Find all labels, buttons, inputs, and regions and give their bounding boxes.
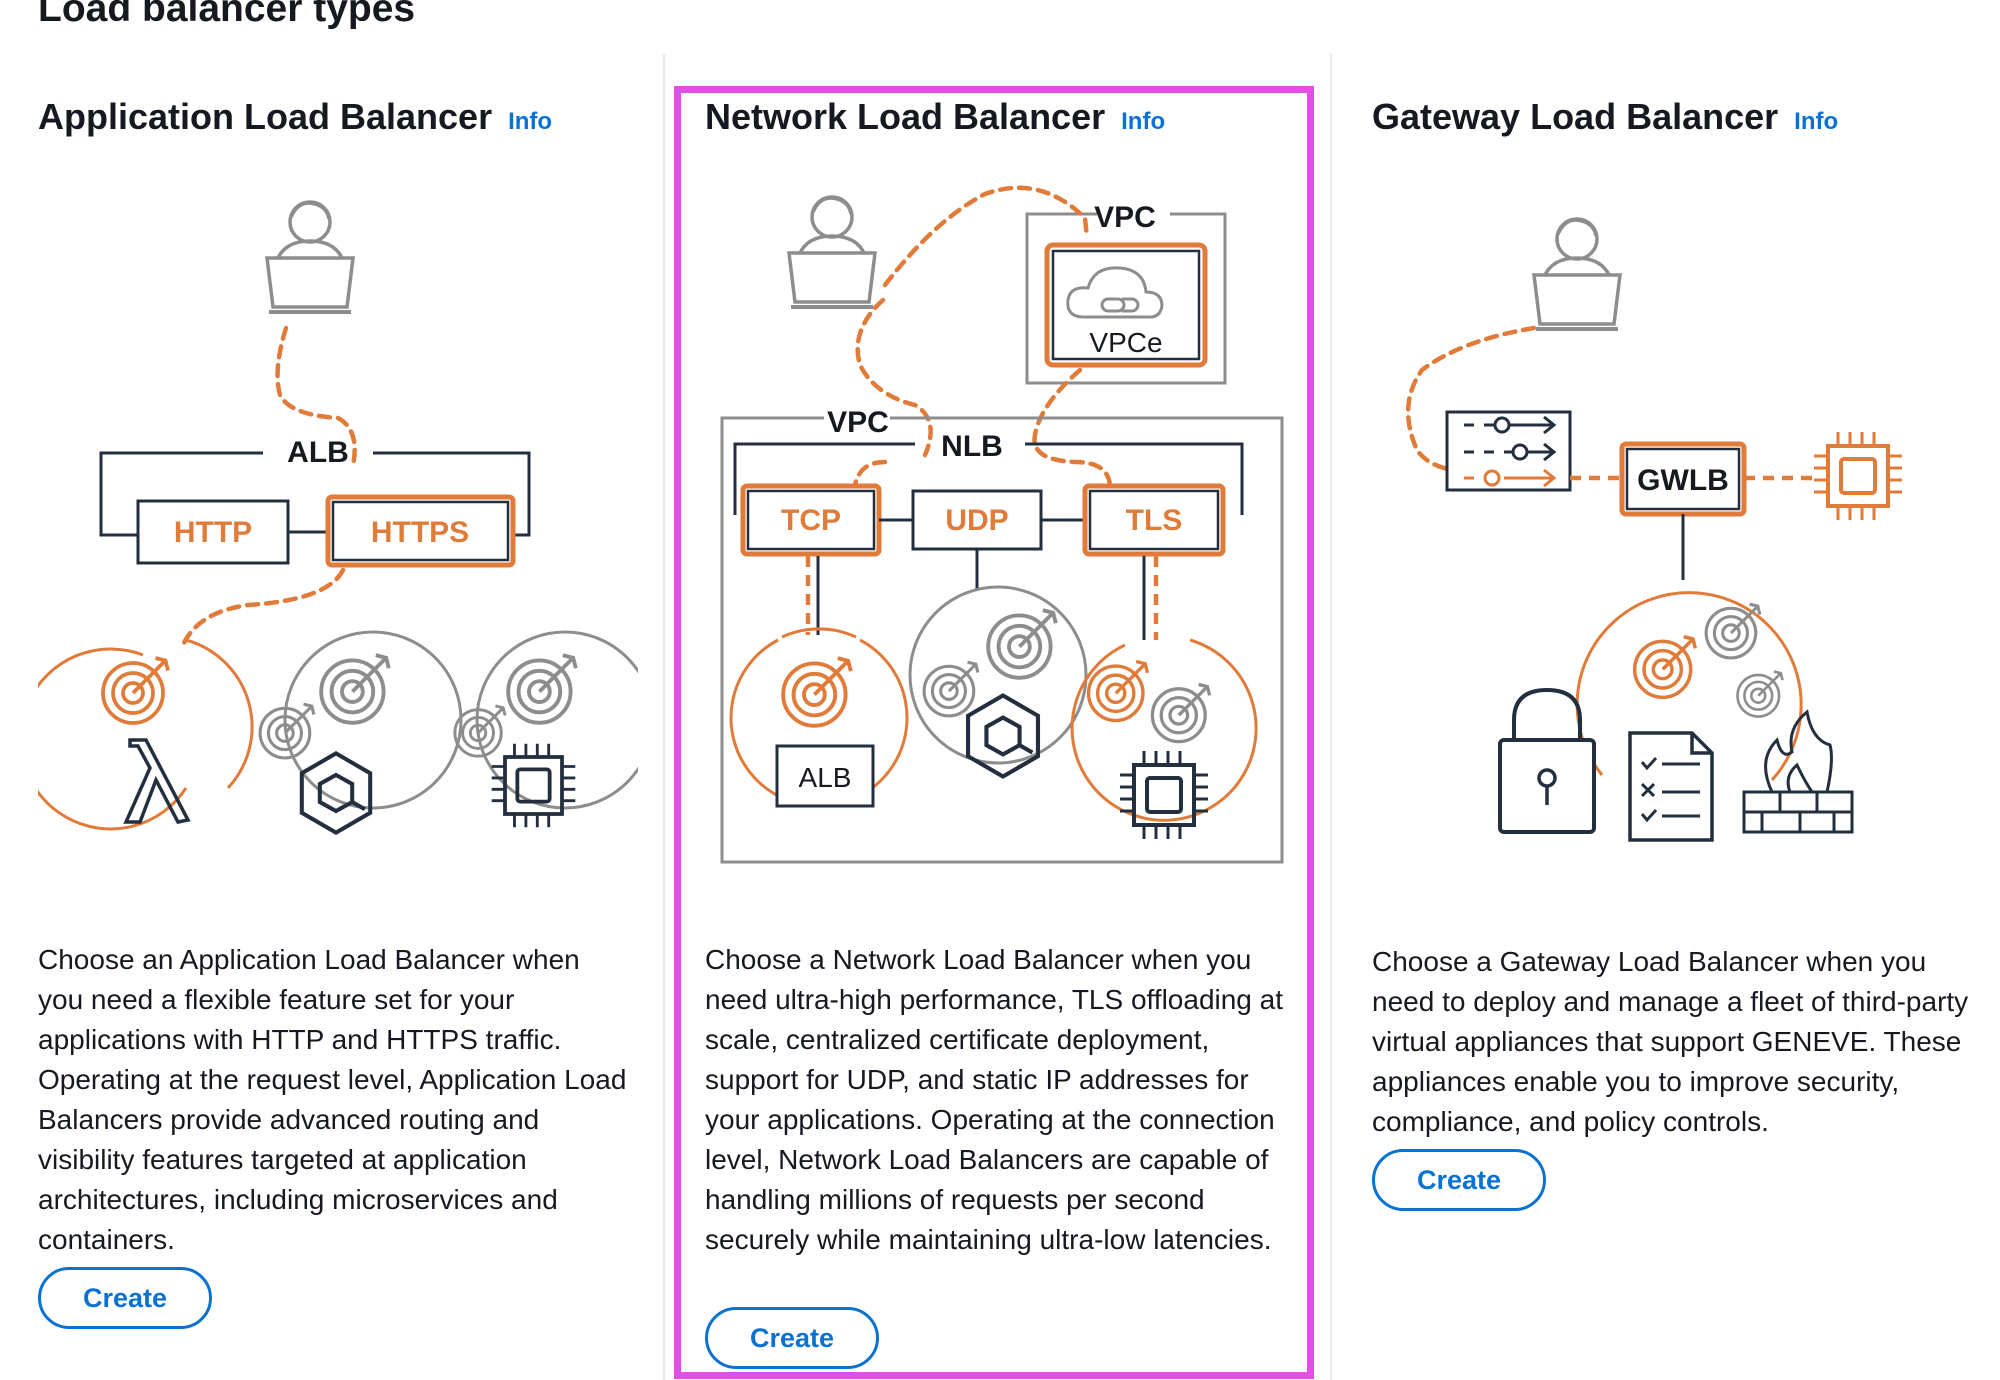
nlb-create-button[interactable]: Create <box>705 1307 879 1369</box>
endpoint-vpc-boundary <box>1025 212 1227 385</box>
gwlb-info-link[interactable]: Info <box>1794 108 1839 135</box>
alb-diagram: ALB HTTP HTTPS <box>38 180 638 860</box>
outer-vpc-boundary <box>720 416 1284 864</box>
target-icon <box>1704 602 1762 660</box>
container-icon <box>302 753 370 832</box>
gwlb-card-title: Gateway Load Balancer <box>1372 96 1779 137</box>
checklist-icon <box>1628 731 1714 842</box>
client-to-router-connection <box>1405 325 1537 473</box>
target-icon <box>1150 682 1212 744</box>
nlb-diagram: VPC VPCe VPC NLB TCP UDP TLS <box>720 185 1284 864</box>
endpoint-vpc-label: VPC <box>1094 201 1156 234</box>
nlb-tls-label: TLS <box>1126 504 1183 537</box>
user-laptop-icon <box>267 202 353 312</box>
target-icon <box>506 653 578 725</box>
page-title: Load balancer types <box>38 0 416 30</box>
column-divider-2 <box>1330 54 1332 1380</box>
gwlb-card-header: Gateway Load Balancer Info <box>1372 95 1838 138</box>
appliance-chip-icon <box>1812 430 1904 522</box>
container-target-group <box>908 585 1088 765</box>
alb-client-connection <box>275 325 357 468</box>
alb-description: Choose an Application Load Balancer when… <box>38 944 627 1255</box>
nlb-tcp-label: TCP <box>781 504 841 537</box>
outer-vpc-label: VPC <box>827 406 889 439</box>
alb-target <box>775 744 875 808</box>
target-icon <box>1632 634 1698 700</box>
target-icon <box>986 608 1058 680</box>
chip-icon <box>489 741 578 830</box>
nlb-description: Choose a Network Load Balancer when you … <box>705 944 1284 1255</box>
user-laptop-icon <box>789 197 875 307</box>
firewall-icon <box>1742 790 1854 834</box>
alb-create-button[interactable]: Create <box>38 1267 212 1329</box>
endpoint-to-tls-connection <box>1032 367 1113 491</box>
alb-card-header: Application Load Balancer Info <box>38 95 552 138</box>
gwlb-create-button[interactable]: Create <box>1372 1149 1546 1211</box>
vpc-endpoint <box>1044 242 1208 368</box>
target-icon <box>258 702 316 760</box>
vpc-endpoint-label: VPCe <box>1089 327 1162 358</box>
client-to-nlb-connection <box>855 297 933 458</box>
target-icon <box>781 656 853 728</box>
instance-target-group <box>475 630 638 810</box>
target-icon <box>1736 670 1784 718</box>
lambda-icon <box>123 738 191 824</box>
column-divider-1 <box>663 54 665 1380</box>
nlb-card-header: Network Load Balancer Info <box>705 95 1165 138</box>
gwlb-diagram: GWLB <box>1405 180 1904 842</box>
target-icon <box>922 660 980 718</box>
client-to-endpoint-connection <box>882 185 1090 288</box>
alb-http-label: HTTP <box>174 516 252 549</box>
lock-icon <box>1512 687 1582 740</box>
gwlb-gateway-label: GWLB <box>1637 464 1729 497</box>
chip-icon <box>1118 749 1210 841</box>
nlb-info-link[interactable]: Info <box>1121 108 1166 135</box>
alb-target-connection <box>180 567 346 648</box>
alb-http-listener <box>136 499 290 565</box>
alb-card-title: Application Load Balancer <box>38 96 493 137</box>
container-target-group <box>283 630 463 810</box>
nlb-card-title: Network Load Balancer <box>705 96 1106 137</box>
nlb-group-label: NLB <box>941 430 1003 463</box>
nlb-tls-listener <box>1082 483 1226 557</box>
cloud-icon <box>1066 266 1164 319</box>
alb-target-label: ALB <box>799 762 852 793</box>
target-icon <box>319 653 391 725</box>
target-icon <box>1086 659 1150 723</box>
alb-https-label: HTTPS <box>371 516 469 549</box>
alb-group-label: ALB <box>287 436 349 469</box>
nlb-udp-label: UDP <box>945 504 1008 537</box>
user-laptop-icon <box>1534 219 1620 329</box>
target-icon <box>101 656 170 725</box>
gwlb-description: Choose a Gateway Load Balancer when you … <box>1372 946 1969 1137</box>
alb-info-link[interactable]: Info <box>508 108 553 135</box>
alb-https-listener <box>325 494 516 568</box>
target-icon <box>453 704 507 758</box>
